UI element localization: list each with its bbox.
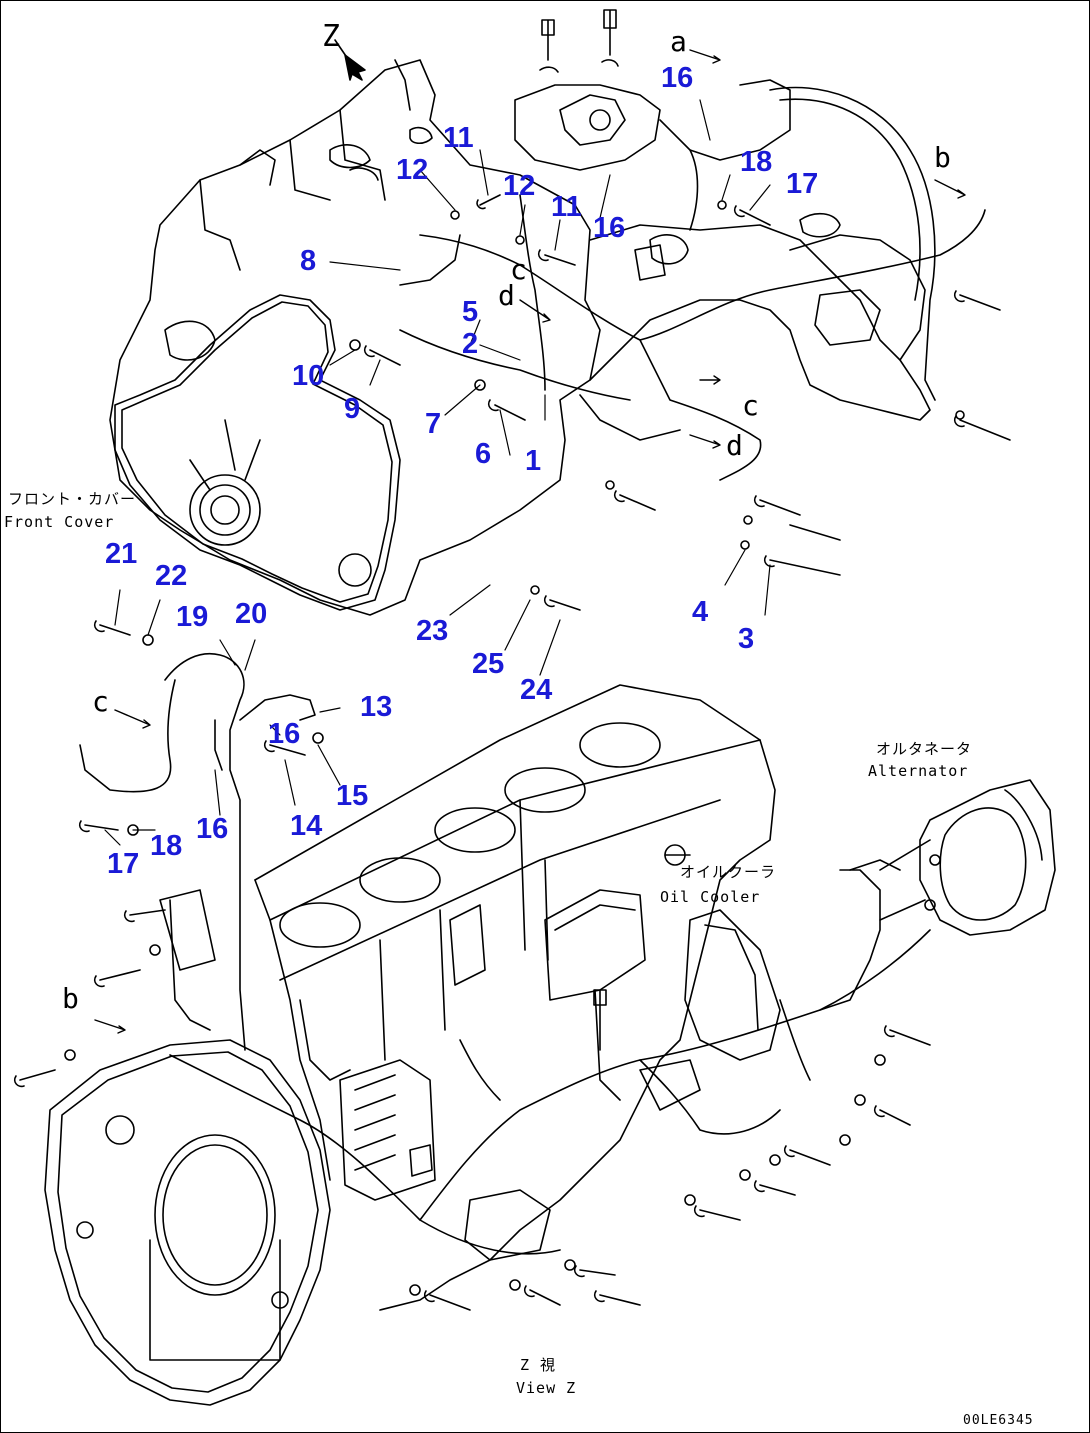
upper-bolts <box>349 194 1011 611</box>
callout-15: 15 <box>336 780 369 812</box>
callout-6: 6 <box>475 438 492 470</box>
callout-16c: 16 <box>268 718 301 750</box>
callout-25: 25 <box>472 648 505 680</box>
upper-wiring-harness <box>399 79 986 481</box>
section-letter-b-top: b <box>934 141 951 174</box>
view-z-marker: Z <box>322 19 341 54</box>
leader-lines <box>104 99 771 846</box>
oil-cooler <box>664 844 781 1061</box>
section-letter-c-top: c <box>510 253 527 286</box>
drawing-code: 00LE6345 <box>963 1413 1034 1428</box>
front-cover-label-jp: フロント・カバー <box>8 490 137 508</box>
section-letter-d-right: d <box>726 429 743 462</box>
upper-right-assembly <box>589 86 936 421</box>
callout-8: 8 <box>300 245 317 277</box>
alternator-label-jp: オルタネータ <box>876 740 973 758</box>
callout-14: 14 <box>290 810 323 842</box>
lower-connector-block <box>339 1059 701 1261</box>
lower-bolts <box>13 620 931 1311</box>
view-label-jp: Z 視 <box>520 1356 557 1374</box>
callout-20: 20 <box>235 598 268 630</box>
lower-wiring-harness <box>79 653 931 1255</box>
callout-16d: 16 <box>196 813 229 845</box>
callout-21: 21 <box>105 538 138 570</box>
section-letter-b-left: b <box>62 982 79 1015</box>
section-letter-c-left: c <box>92 685 109 718</box>
flywheel-housing <box>44 1039 331 1406</box>
section-letter-c-right: c <box>742 389 759 422</box>
oil-cooler-label-en: Oil Cooler <box>660 888 761 906</box>
callout-18a: 18 <box>740 146 773 178</box>
callout-12b: 12 <box>503 170 536 202</box>
section-letter-a-top: a <box>670 25 687 58</box>
callout-12a: 12 <box>396 154 429 186</box>
alternator-label-en: Alternator <box>868 762 969 780</box>
callout-18b: 18 <box>150 830 183 862</box>
callout-19: 19 <box>176 601 209 633</box>
callout-16a: 16 <box>661 62 694 94</box>
upper-engine-block <box>109 59 601 616</box>
view-label-en: View Z <box>516 1379 577 1397</box>
callout-5: 5 <box>462 296 479 328</box>
callout-17a: 17 <box>786 168 819 200</box>
section-arrows <box>94 49 966 1034</box>
lower-engine-block <box>254 684 776 1311</box>
oil-cooler-label-jp: オイルクーラ <box>680 863 777 881</box>
top-sensor-bracket <box>514 9 661 171</box>
callout-17b: 17 <box>107 848 140 880</box>
alternator-body <box>849 779 1056 936</box>
callout-11b: 11 <box>551 191 582 223</box>
callout-10: 10 <box>292 360 325 392</box>
callout-13: 13 <box>360 691 393 723</box>
callout-2: 2 <box>462 328 479 360</box>
callout-22: 22 <box>155 560 188 592</box>
front-cover-label-en: Front Cover <box>4 513 115 531</box>
view-z-arrow <box>334 39 366 81</box>
callout-9: 9 <box>344 393 361 425</box>
callout-23: 23 <box>416 615 449 647</box>
callout-1: 1 <box>525 445 542 477</box>
front-cover-outline <box>114 294 401 611</box>
callout-7: 7 <box>425 408 442 440</box>
callout-24: 24 <box>520 674 553 706</box>
callout-3: 3 <box>738 623 755 655</box>
callout-11a: 11 <box>443 122 474 154</box>
section-letter-d-top: d <box>498 279 515 312</box>
callout-16b: 16 <box>593 212 626 244</box>
callout-4: 4 <box>692 596 709 628</box>
